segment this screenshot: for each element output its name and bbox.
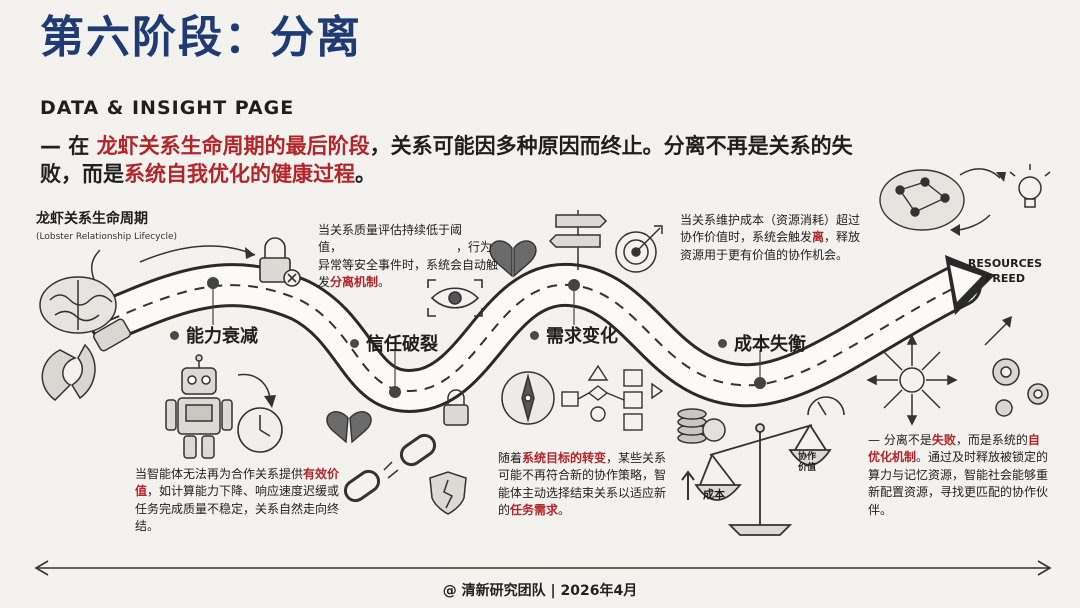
note-cost: 当关系维护成本（资源消耗）超过协作价值时，系统会触发离，释放资源用于更有价值的协… [680,212,862,264]
note-text: 。 [378,275,390,289]
scale-label-value-2: 价值 [798,463,816,474]
stage-demand-change: 需求变化 [530,322,618,348]
intro-highlight-1: 龙虾关系生命周期的最后阶段 [97,134,370,158]
scale-label-value: 协作 价值 [798,452,816,474]
gauge-sketch [808,397,844,415]
stage-label-text: 信任破裂 [366,330,438,356]
network-brain-sketch [880,170,964,230]
stage-bullet [530,331,539,340]
scale-label-value-1: 协作 [798,452,816,463]
resources-freed-label: RESOURCES FREED [960,257,1050,287]
page-subtitle: DATA & INSIGHT PAGE [40,97,294,119]
stage-bullet [718,339,727,348]
stage-label-text: 能力衰减 [186,322,258,348]
intro-highlight-2: 系统自我优化的健康过程 [124,162,355,186]
resources-line-2: FREED [960,272,1050,287]
signpost-sketch [550,210,606,270]
shield-sketch [430,472,466,514]
clock-sketch [238,408,282,452]
lifecycle-title: 龙虾关系生命周期 [36,208,148,228]
lightbulb-sketch [1010,164,1050,207]
note-text: ，而是系统的 [956,433,1028,447]
stage-capability-decline: 能力衰减 [170,322,258,348]
note-text: — 分离不是 [868,433,932,447]
note-highlight: 系统目标的转变 [522,451,606,465]
note-trust: 当关系质量评估持续低于阈值， ，行为异常等安全事件时，系统会自动触发分离机制。 [318,222,498,292]
scale-label-cost: 成本 [703,486,725,502]
stage-trust-breakdown: 信任破裂 [350,330,438,356]
padlock-x-sketch [260,238,300,286]
stage-label-text: 成本失衡 [734,330,806,356]
page-title: 第六阶段：分离 [40,14,362,62]
note-demand: 随着系统目标的转变，某些关系可能不再符合新的协作策略，智能体主动选择结束关系以适… [498,450,670,520]
note-highlight: 任务需求 [510,503,558,517]
note-final: — 分离不是失败，而是系统的自优化机制。通过及时释放被锁定的算力与记忆资源，智能… [868,432,1050,519]
lifecycle-subtitle: (Lobster Relationship Lifecycle) [36,232,177,242]
footer-credit: @ 清新研究团队 | 2026年4月 [0,580,1080,600]
intro-dash: — 在 [40,134,97,158]
note-text: ，如计算能力下降、响应速度迟缓或任务完成质量不稳定，关系自然走向终结。 [135,484,339,533]
note-highlight: 分离机制 [330,275,378,289]
stage-cost-imbalance: 成本失衡 [718,330,806,356]
note-text: 随着 [498,451,522,465]
target-sketch [616,226,662,272]
broken-chain-sketch [342,431,439,504]
compass-sketch [502,372,554,424]
brain-sketch [40,277,116,333]
note-text: 。 [558,503,570,517]
flowchart-sketch [562,366,662,430]
stage-bullet [350,339,359,348]
stage-bullet [170,331,179,340]
note-text: 当智能体无法再为合作关系提供 [135,467,303,481]
note-capability: 当智能体无法再为合作关系提供有效价值，如计算能力下降、响应速度迟缓或任务完成质量… [135,466,340,536]
note-highlight: 失败 [932,433,956,447]
stage-label-text: 需求变化 [546,322,618,348]
up-arrow-sketch [682,472,694,500]
note-highlight: 离 [812,230,824,244]
intro-paragraph: — 在 龙虾关系生命周期的最后阶段，关系可能因多种原因而终止。分离不再是关系的失… [40,132,890,189]
robot-sketch [166,355,232,458]
resources-line-1: RESOURCES [960,257,1050,272]
coins-sketch [678,409,725,443]
gears-sketch [993,359,1048,416]
intro-end: 。 [355,162,376,186]
